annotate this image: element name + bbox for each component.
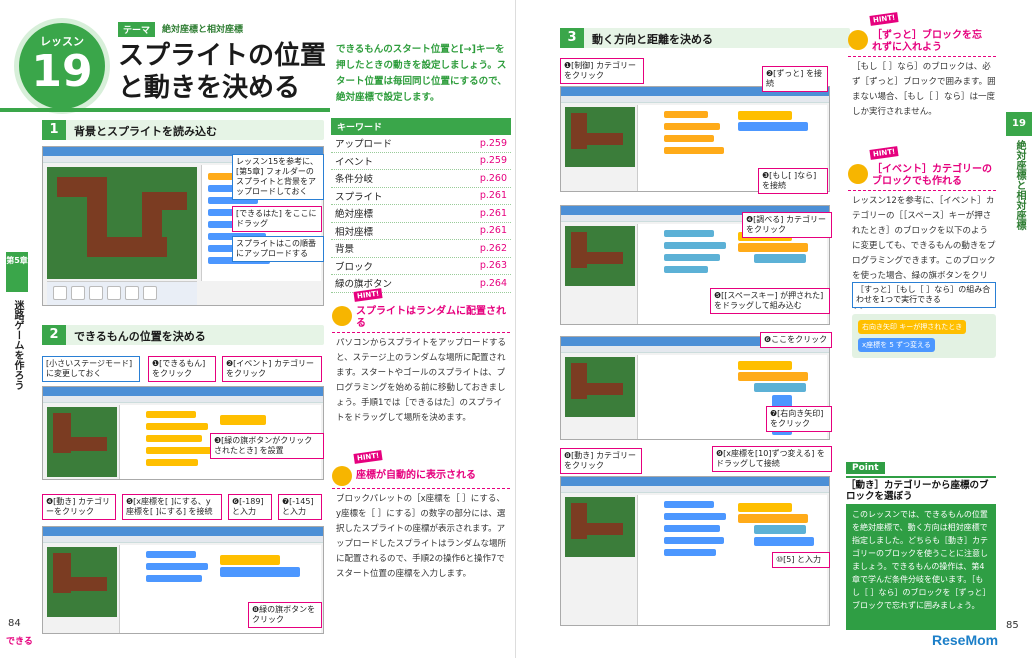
hint-divider [332, 332, 510, 333]
callout-click-dekirumon: ❶[できるもん] をクリック [148, 356, 216, 382]
callout-small-stage: [小さいステージモード] に変更しておく [42, 356, 140, 382]
page-number: 85 [1006, 620, 1019, 631]
left-page: レッスン 19 テーマ 絶対座標と相対座標 スプライトの位置と動きを決める でき… [0, 0, 516, 658]
step-1-title: 背景とスプライトを読み込む [74, 125, 217, 138]
callout-if-connect: ❸[もし[ ]なら] を接続 [758, 168, 828, 194]
hint-tag: HINT! [353, 450, 383, 464]
hint-face-icon [848, 30, 868, 50]
step-3-title: 動く方向と距離を決める [592, 33, 713, 46]
callout-input-5: ⑩[5] と入力 [772, 552, 830, 568]
callout-step1-flag: [できるはた] をここにドラッグ [232, 206, 322, 232]
watermark-logo: ReseMom [932, 632, 999, 648]
callout-forever-connect: ❷[ずっと] を接続 [762, 66, 828, 92]
page-title: スプライトの位置と動きを決める [118, 41, 327, 103]
callout-click-flag: ❽緑の旗ボタンをクリック [248, 602, 322, 628]
callout-xy-block: ❺[x座標を[ ]にする、y座標を[ ]にする] を接続 [122, 494, 222, 520]
theme-text: 絶対座標と相対座標 [162, 25, 244, 35]
lesson-number: 19 [31, 46, 93, 97]
chapter-title: 迷路ゲームを作ろう [12, 300, 23, 390]
hint-divider [848, 56, 996, 57]
stage-preview-3b [565, 226, 635, 286]
lesson-side-tab: 19 [1006, 112, 1032, 136]
callout-event-category: ❷[イベント] カテゴリーをクリック [222, 356, 322, 382]
hint-r2-title: ［イベント］カテゴリーのブロックでも作れる [872, 164, 992, 187]
step-2-number: 2 [42, 325, 66, 345]
callout-right-arrow: ❼[右向き矢印] をクリック [766, 406, 832, 432]
code-event-block: 右向き矢印 キーが押されたとき [858, 320, 967, 334]
hint-face-icon [332, 466, 352, 486]
callout-input-x: ❻[-189] と入力 [228, 494, 272, 520]
hint-r1-body: ［もし［ ］なら］のブロックは、必ず［ずっと］ブロックで囲みます。囲まない場合、… [852, 62, 996, 117]
callout-change-x: ❾[x座標を[10]ずつ変える] をドラッグして接続 [712, 446, 832, 472]
step-3-number: 3 [560, 28, 584, 48]
lead-text: できるもんのスタート位置と[→]キーを押したときの動きを設定しましょう。スタート… [336, 44, 507, 103]
sprite-list [47, 281, 197, 305]
step-2-heading: 2 できるもんの位置を決める [42, 325, 324, 345]
chapter-label: 第5章 [6, 256, 28, 265]
code-example: 右向き矢印 キーが押されたとき x座標を 5 ずつ変える [852, 314, 996, 358]
hint-face-icon [332, 306, 352, 326]
hint-tag: HINT! [869, 146, 899, 160]
callout-forever-if-combo: ［すっと］［もし［ ］なら］の組み合わせを1つで実行できる [852, 282, 996, 308]
point-title: ［動き］カテゴリーから座標のブロックを選ぼう [846, 476, 996, 502]
step-1-heading: 1 背景とスプライトを読み込む [42, 120, 324, 140]
page-number: 84 [8, 618, 21, 629]
stage-preview-3d [565, 497, 635, 557]
step-3-heading: 3 動く方向と距離を決める [560, 28, 850, 48]
stage-preview-3a [565, 107, 635, 167]
theme-tag: テーマ [118, 22, 156, 37]
hint-divider [848, 190, 996, 191]
header-divider [0, 108, 330, 112]
stage-preview [47, 167, 197, 279]
point-tag: Point [846, 462, 885, 474]
point-body: このレッスンでは、できるもんの位置を絶対座標で、動く方向は相対座標で指定しました… [846, 504, 996, 630]
screenshot-step-3a [560, 86, 830, 192]
lesson-badge: レッスン 19 [14, 18, 110, 114]
callout-green-flag-block: ❸[緑の旗ボタンがクリックされたとき] を設置 [210, 433, 324, 459]
callout-motion-category: ❹[動き] カテゴリーをクリック [42, 494, 116, 520]
callout-sensing-category: ❹[調べる] カテゴリーをクリック [742, 212, 832, 238]
callout-motion-category-2: ❽[動き] カテゴリーをクリック [560, 448, 642, 474]
step-2-title: できるもんの位置を決める [74, 330, 206, 343]
stage-preview-3c [565, 357, 635, 417]
hint-2-body: ブロックパレットの［x座標を［ ］にする、y座標を［ ］にする］の数字の部分には… [336, 494, 507, 579]
hint-2-title: 座標が自動的に表示される [356, 470, 476, 481]
lesson-side-label: 絶対座標と相対座標 [1014, 140, 1025, 230]
publisher-logo: できる [6, 637, 33, 647]
screenshot-step-3c [560, 336, 830, 440]
callout-space-key-drag: ❺[[スペースキー] が押された] をドラッグして組み込む [710, 288, 830, 314]
callout-click-here: ❻ここをクリック [760, 332, 832, 348]
hint-face-icon [848, 164, 868, 184]
step-1-number: 1 [42, 120, 66, 140]
chapter-tab: 第5章 [6, 252, 28, 292]
code-motion-block: x座標を 5 ずつ変える [858, 338, 935, 352]
callout-control-category: ❶[制御] カテゴリーをクリック [560, 58, 644, 84]
hint-r1-title: ［ずっと］ブロックを忘れずに入れよう [872, 30, 982, 53]
callout-input-y: ❼[-145] と入力 [278, 494, 322, 520]
hint-1-body: パソコンからスプライトをアップロードすると、ステージ上のランダムな場所に配置され… [336, 338, 507, 423]
callout-step1-order: スプライトはこの順番にアップロードする [232, 236, 324, 262]
callout-step1-upload: レッスン15を参考に、[第5章] フォルダーのスプライトと背景をアップロードして… [232, 154, 324, 200]
hint-tag: HINT! [869, 12, 899, 26]
stage-preview-small-2 [47, 547, 117, 617]
hint-divider [332, 488, 510, 489]
hint-1-title: スプライトはランダムに配置される [356, 306, 506, 329]
keyword-heading: キーワード [331, 118, 511, 135]
lesson-label: レッスン [40, 35, 84, 48]
screenshot-step-3d [560, 476, 830, 626]
right-page: 3 動く方向と距離を決める ❶[制御] カテゴリーをクリック ❷[ずっと] を接… [516, 0, 1032, 658]
code-area-3a [637, 105, 827, 191]
stage-preview-small [47, 407, 117, 477]
